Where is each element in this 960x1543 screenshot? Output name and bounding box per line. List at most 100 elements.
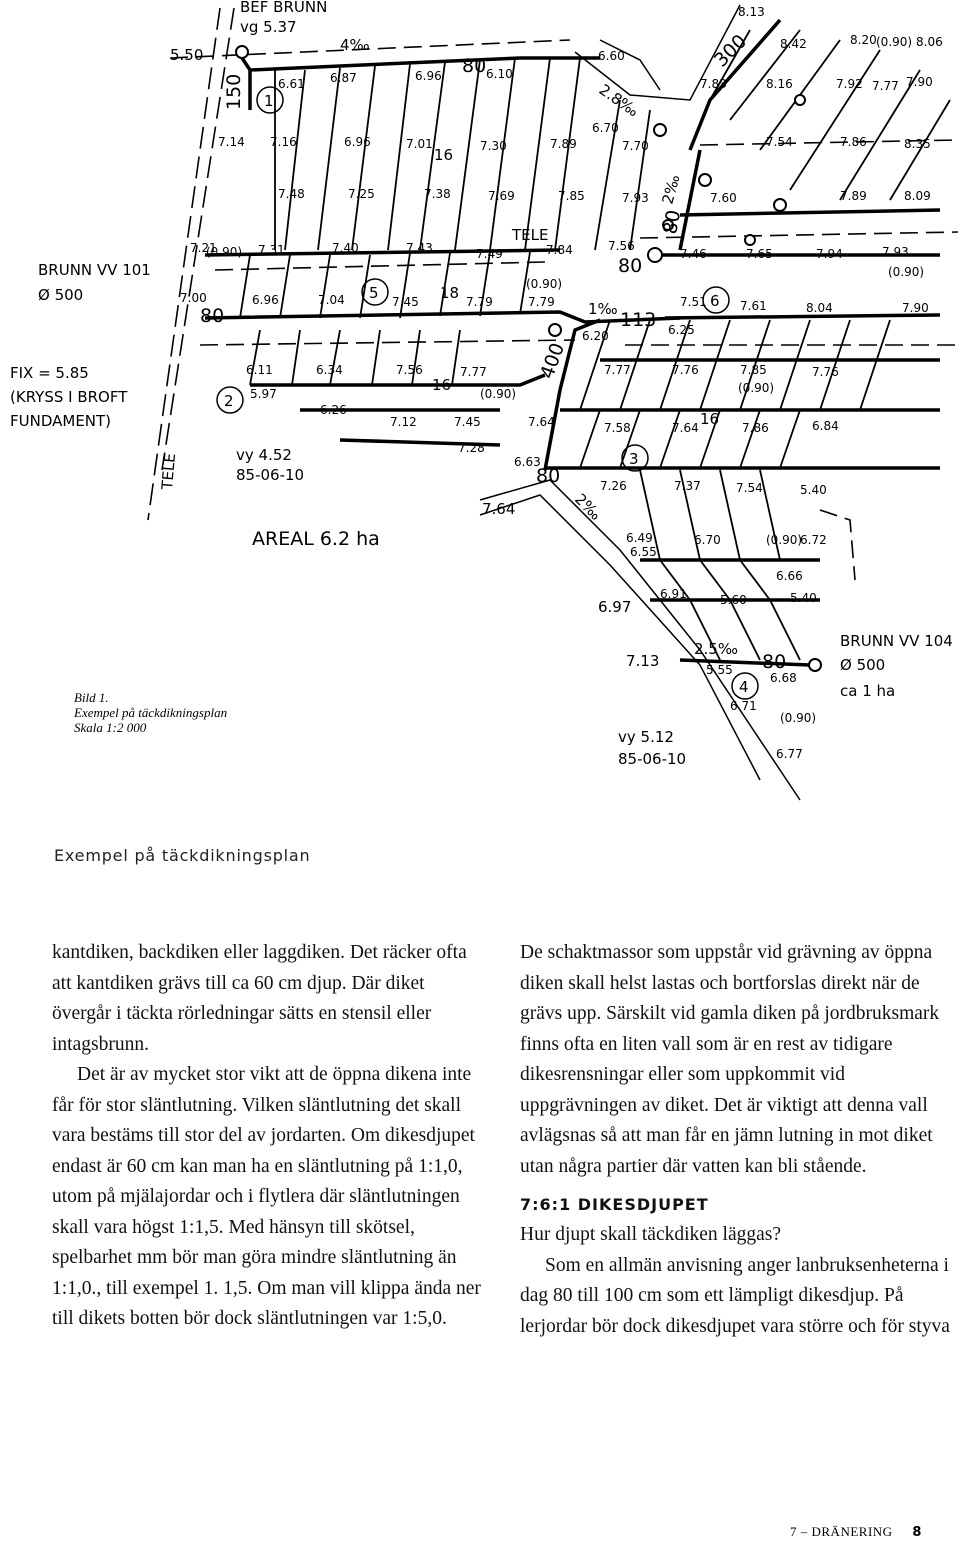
paragraph: Det är av mycket stor vikt att de öppna … xyxy=(52,1064,481,1329)
spacing-16-c: 16 xyxy=(700,410,719,428)
label-5-40-left: 7.64 xyxy=(482,500,515,518)
label-vg: vg 5.37 xyxy=(240,18,297,36)
elev-16: 7.38 xyxy=(424,187,451,201)
spacing-16-b: 16 xyxy=(432,376,451,394)
elev-23: 7.40 xyxy=(332,241,359,255)
elev-60: 7.90 xyxy=(902,301,929,315)
label-dia-101: Ø 500 xyxy=(38,286,83,304)
elev-12: 6.70 xyxy=(592,121,619,135)
label-tele-left: TELE xyxy=(158,452,179,491)
elev-36: 8.13 xyxy=(738,5,765,19)
elev-24: 7.43 xyxy=(406,241,433,255)
elev-39: (0.90) xyxy=(876,35,912,49)
caption-line-3: Skala 1:2 000 xyxy=(74,720,147,735)
slope-2-lower: 2‰ xyxy=(571,490,605,524)
elev-25: 7.49 xyxy=(476,247,503,261)
figure-caption-italic: Bild 1. Exempel på täckdikningsplan Skal… xyxy=(74,690,227,735)
spacings: 16 18 16 16 xyxy=(432,146,719,428)
elev-55: 7.93 xyxy=(882,245,909,259)
lateral-drains xyxy=(239,29,951,661)
elev-77: 7.64 xyxy=(528,415,555,429)
page-number: 8 xyxy=(912,1525,922,1540)
elev-59: 8.04 xyxy=(806,301,833,315)
elev-44: 7.77 xyxy=(872,79,899,93)
figure-caption: Exempel på täckdikningsplan xyxy=(54,846,311,865)
area-markers xyxy=(216,86,759,700)
elev-42: 8.16 xyxy=(766,77,793,91)
section-heading: 7:6:1 DIKESDJUPET xyxy=(520,1195,709,1214)
elev-94: 6.72 xyxy=(800,533,827,547)
elev-67: 6.26 xyxy=(320,403,347,417)
elev-57: 7.51 xyxy=(680,295,707,309)
elev-66: 5.97 xyxy=(250,387,277,401)
pipe-80-right: 80 xyxy=(762,651,786,673)
pipe-300: 300 xyxy=(710,30,751,71)
label-5-50: 5.50 xyxy=(170,46,203,64)
elev-53: 7.65 xyxy=(746,247,773,261)
elev-21: (0.90) xyxy=(206,245,242,259)
elev-86: 7.54 xyxy=(736,481,763,495)
elev-7: 7.16 xyxy=(270,135,297,149)
label-bef-brunn: BEF BRUNN xyxy=(240,0,327,16)
pipe-sizes: 150 80 300 80 80 113 400 80 80 80 xyxy=(200,30,786,673)
elev-45: 7.90 xyxy=(906,75,933,89)
elev-18: 7.85 xyxy=(558,189,585,203)
area-3-label: 3 xyxy=(629,450,639,468)
paragraph: kantdiken, backdiken eller laggdiken. De… xyxy=(52,942,467,1055)
elev-52: 7.46 xyxy=(680,247,707,261)
elev-61: 6.25 xyxy=(668,323,695,337)
label-fundament: FUNDAMENT) xyxy=(10,412,111,430)
spacing-16-a: 16 xyxy=(434,146,453,164)
label-ca-1ha: ca 1 ha xyxy=(840,682,895,700)
elev-72: 7.77 xyxy=(604,363,631,377)
elev-100: 5.55 xyxy=(706,663,733,677)
elev-70: 7.28 xyxy=(458,441,485,455)
elev-8: 6.96 xyxy=(344,135,371,149)
label-tele-top: TELE xyxy=(511,226,548,244)
elev-103: (0.90) xyxy=(780,711,816,725)
elev-49: 7.60 xyxy=(710,191,737,205)
caption-line-1: Bild 1. xyxy=(74,690,109,705)
elev-79: 7.64 xyxy=(672,421,699,435)
label-dia-104: Ø 500 xyxy=(840,656,885,674)
slope-2-5: 2.5‰ xyxy=(694,640,738,658)
elev-83: 6.63 xyxy=(514,455,541,469)
pipe-113: 113 xyxy=(620,309,656,331)
label-fix: FIX = 5.85 xyxy=(10,364,89,382)
elevation-labels: 6.61 6.87 6.96 6.10 6.60 7.14 7.16 6.96 … xyxy=(180,5,943,761)
elev-85: 7.37 xyxy=(674,479,701,493)
elev-30: 7.04 xyxy=(318,293,345,307)
pipe-80-vertical: 80 xyxy=(659,208,685,236)
chapter-label: 7 – DRÄNERING xyxy=(790,1524,893,1539)
elev-84: 7.26 xyxy=(600,479,627,493)
elev-5: 6.60 xyxy=(598,49,625,63)
elev-11: 7.89 xyxy=(550,137,577,151)
elev-71: (0.90) xyxy=(480,387,516,401)
elev-10: 7.30 xyxy=(480,139,507,153)
elev-65: 7.77 xyxy=(460,365,487,379)
area-6-label: 6 xyxy=(710,292,720,310)
elev-47: 7.86 xyxy=(840,135,867,149)
elev-82: 6.84 xyxy=(812,419,839,433)
slope-2-upper: 2‰ xyxy=(658,173,683,206)
elev-89: 6.55 xyxy=(630,545,657,559)
section-question: Hur djupt skall täckdiken läggas? xyxy=(520,1224,782,1245)
manholes xyxy=(235,45,822,672)
elev-14: 7.48 xyxy=(278,187,305,201)
drainage-plan-drawing: 1 5 2 3 4 6 BEF BRUNN vg 5.37 5.50 BRUNN… xyxy=(10,0,959,801)
elev-37: 8.42 xyxy=(780,37,807,51)
label-areal: AREAL 6.2 ha xyxy=(252,528,380,550)
elev-43: 7.92 xyxy=(836,77,863,91)
elev-68: 7.12 xyxy=(390,415,417,429)
elev-35: 6.20 xyxy=(582,329,609,343)
area-numbers: 1 5 2 3 4 6 xyxy=(224,92,749,696)
elev-56: (0.90) xyxy=(888,265,924,279)
text-column-left: kantdiken, backdiken eller laggdiken. De… xyxy=(52,938,482,1335)
left-boundary xyxy=(147,7,235,521)
elev-62: 6.11 xyxy=(246,363,273,377)
area-4-label: 4 xyxy=(739,678,749,696)
slope-1: 1‰ xyxy=(588,300,618,318)
label-brunn-101: BRUNN VV 101 xyxy=(38,261,151,279)
paragraph: Som en allmän anvisning anger lan­brukse… xyxy=(520,1254,950,1337)
elev-87: 5.40 xyxy=(800,483,827,497)
